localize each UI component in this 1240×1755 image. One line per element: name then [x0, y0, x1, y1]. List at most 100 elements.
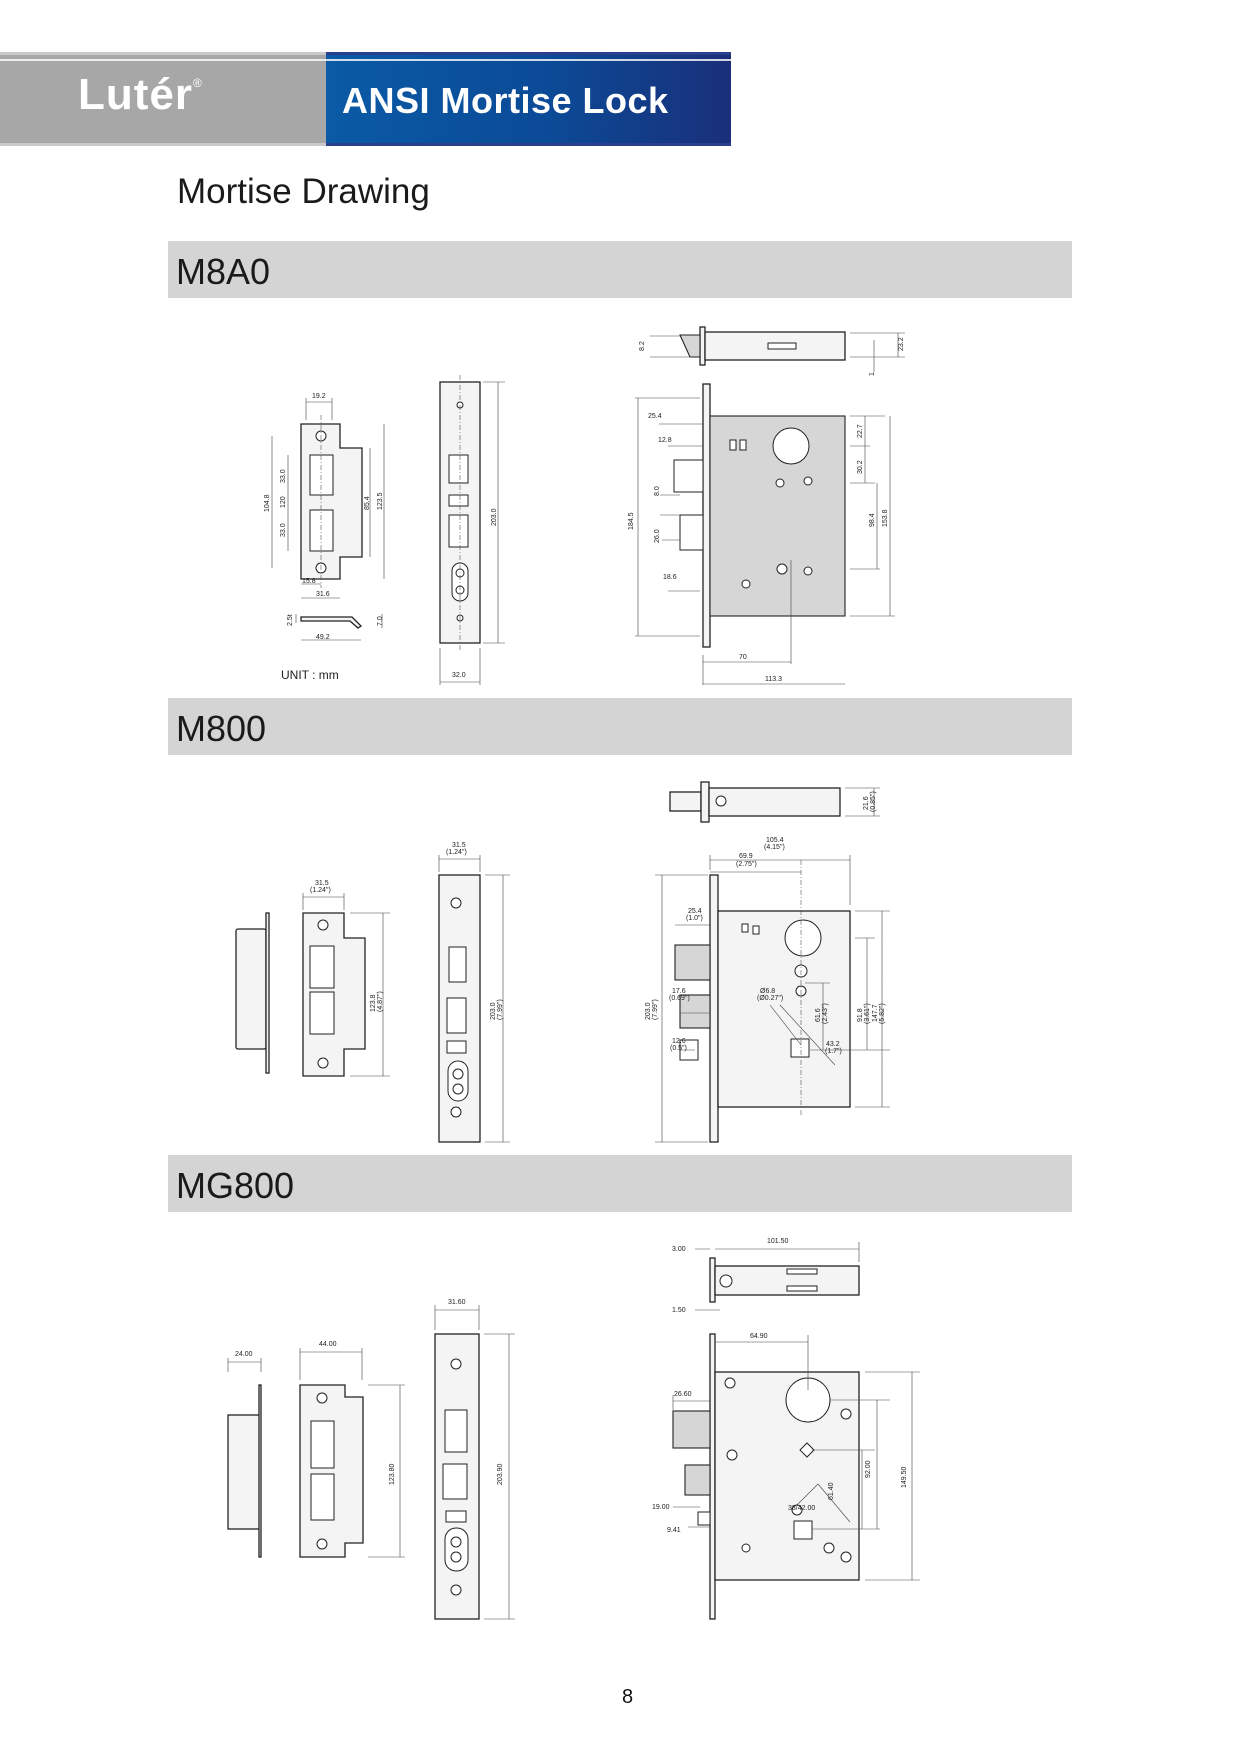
- dim-label: (1.24"): [310, 887, 331, 894]
- dim-label: 12.8: [658, 437, 672, 444]
- unit-label: UNIT : mm: [281, 668, 339, 682]
- dim-label: (Ø0.27"): [757, 995, 783, 1002]
- mg800-strike-plate: [299, 1348, 405, 1558]
- mg800-lock-body: [672, 1333, 920, 1620]
- dim-label: 101.50: [767, 1238, 789, 1245]
- dim-label: 153.8: [882, 509, 889, 527]
- mg800-faceplate: [434, 1305, 515, 1620]
- dim-label: 203.0: [645, 1002, 652, 1020]
- dim-label: (0.5"): [670, 1045, 687, 1052]
- dim-label: (1.7"): [825, 1048, 842, 1055]
- dim-label: 25.4: [688, 908, 702, 915]
- dim-label: (1.0"): [686, 915, 703, 922]
- dim-label: 91.8: [857, 1008, 864, 1022]
- m8a0-faceplate: [439, 375, 505, 685]
- dim-label: 123.5: [377, 492, 384, 510]
- dim-label: 49.2: [316, 634, 330, 641]
- dim-label: 69.9: [739, 853, 753, 860]
- m800-lock-body: [655, 855, 890, 1143]
- m8a0-top-view: [650, 326, 905, 372]
- dim-label: 8.0: [654, 486, 661, 496]
- m8a0-strike-plate: [271, 398, 385, 641]
- dim-label: 1.50: [672, 1307, 686, 1314]
- dim-label: 17.6: [672, 988, 686, 995]
- dim-label: 31.5: [452, 842, 466, 849]
- header-brand-band: [0, 52, 326, 146]
- m800-strike-box: [235, 912, 270, 1074]
- dim-label: 18.6: [663, 574, 677, 581]
- dim-label: 33.0: [280, 523, 287, 537]
- section-title: M800: [176, 708, 267, 749]
- m8a0-lock-body: [635, 383, 895, 685]
- m800-top-view: [669, 781, 880, 823]
- dim-label: (0.69"): [669, 995, 690, 1002]
- brand-logo: Lutér®: [78, 70, 203, 120]
- dim-label: 23.2: [898, 337, 905, 351]
- dim-label: 104.8: [264, 494, 271, 512]
- dim-label: 19.2: [312, 393, 326, 400]
- dim-label: 19.00: [652, 1504, 670, 1511]
- dim-label: 147.7: [872, 1004, 879, 1022]
- m800-faceplate: [438, 855, 510, 1143]
- dim-label: 30.2: [857, 460, 864, 474]
- dim-label: 105.4: [766, 837, 784, 844]
- dim-label: 184.5: [628, 512, 635, 530]
- dim-label: 26.0: [654, 529, 661, 543]
- dim-label: 120: [280, 496, 287, 508]
- dim-label: (2.75"): [736, 861, 757, 868]
- dim-label: 2.5t: [287, 614, 294, 626]
- dim-label: 203.0: [491, 508, 498, 526]
- dim-label: 8.2: [639, 341, 646, 351]
- dim-label: 123.80: [389, 1463, 396, 1485]
- dim-label: 9.41: [667, 1527, 681, 1534]
- dim-label: 3.00: [672, 1246, 686, 1253]
- page-title: Mortise Drawing: [177, 172, 430, 211]
- dim-label: 24.00: [235, 1351, 253, 1358]
- dim-label: 22.7: [857, 424, 864, 438]
- dim-label: 38/42.00: [788, 1505, 815, 1512]
- dim-label: 44.00: [319, 1341, 337, 1348]
- dim-label: 31.6: [316, 591, 330, 598]
- m800-strike-plate: [302, 893, 390, 1077]
- dim-label: (7.99"): [652, 999, 659, 1020]
- dim-label: (3.61"): [864, 1003, 871, 1024]
- dim-label: 21.6: [863, 796, 870, 810]
- dim-label: 203.90: [497, 1463, 504, 1485]
- dim-label: 12.6: [672, 1038, 686, 1045]
- dim-label: 33.0: [280, 469, 287, 483]
- dim-label: 149.50: [901, 1466, 908, 1488]
- dim-label: (7.99"): [497, 999, 504, 1020]
- brand-name: Lutér: [78, 70, 193, 119]
- dim-label: (4.15"): [764, 844, 785, 851]
- page-number: 8: [622, 1686, 634, 1708]
- dim-label: (5.82"): [879, 1003, 886, 1024]
- dim-label: Ø6.8: [760, 988, 775, 995]
- dim-label: 15.8: [302, 578, 316, 585]
- dim-label: 64.90: [750, 1333, 768, 1340]
- dim-label: 61.6: [815, 1008, 822, 1022]
- dim-label: 85.4: [364, 496, 371, 510]
- dim-label: 113.3: [765, 676, 782, 683]
- dim-label: 61.40: [828, 1482, 835, 1500]
- dim-label: 203.0: [490, 1002, 497, 1020]
- mg800-top-view: [695, 1242, 860, 1311]
- dim-label: 31.5: [315, 880, 329, 887]
- dim-label: 123.8: [370, 994, 377, 1012]
- dim-label: 31.60: [448, 1299, 466, 1306]
- section-bar-m800: M800: [168, 698, 1072, 755]
- dim-label: 32.0: [452, 672, 466, 679]
- section-title: M8A0: [176, 251, 271, 292]
- section-title: MG800: [176, 1165, 295, 1206]
- dim-label: (1.24"): [446, 849, 467, 856]
- dim-label: (0.85"): [870, 791, 877, 812]
- dim-label: (2.43"): [822, 1003, 829, 1024]
- section-bar-mg800: MG800: [168, 1155, 1072, 1212]
- dim-label: 25.4: [648, 413, 662, 420]
- registered-mark: ®: [193, 76, 203, 90]
- dim-label: 92.00: [865, 1460, 872, 1478]
- dim-label: 26.60: [674, 1391, 692, 1398]
- dim-label: 43.2: [826, 1041, 840, 1048]
- header-title-band: [326, 52, 731, 146]
- header-title: ANSI Mortise Lock: [342, 80, 669, 121]
